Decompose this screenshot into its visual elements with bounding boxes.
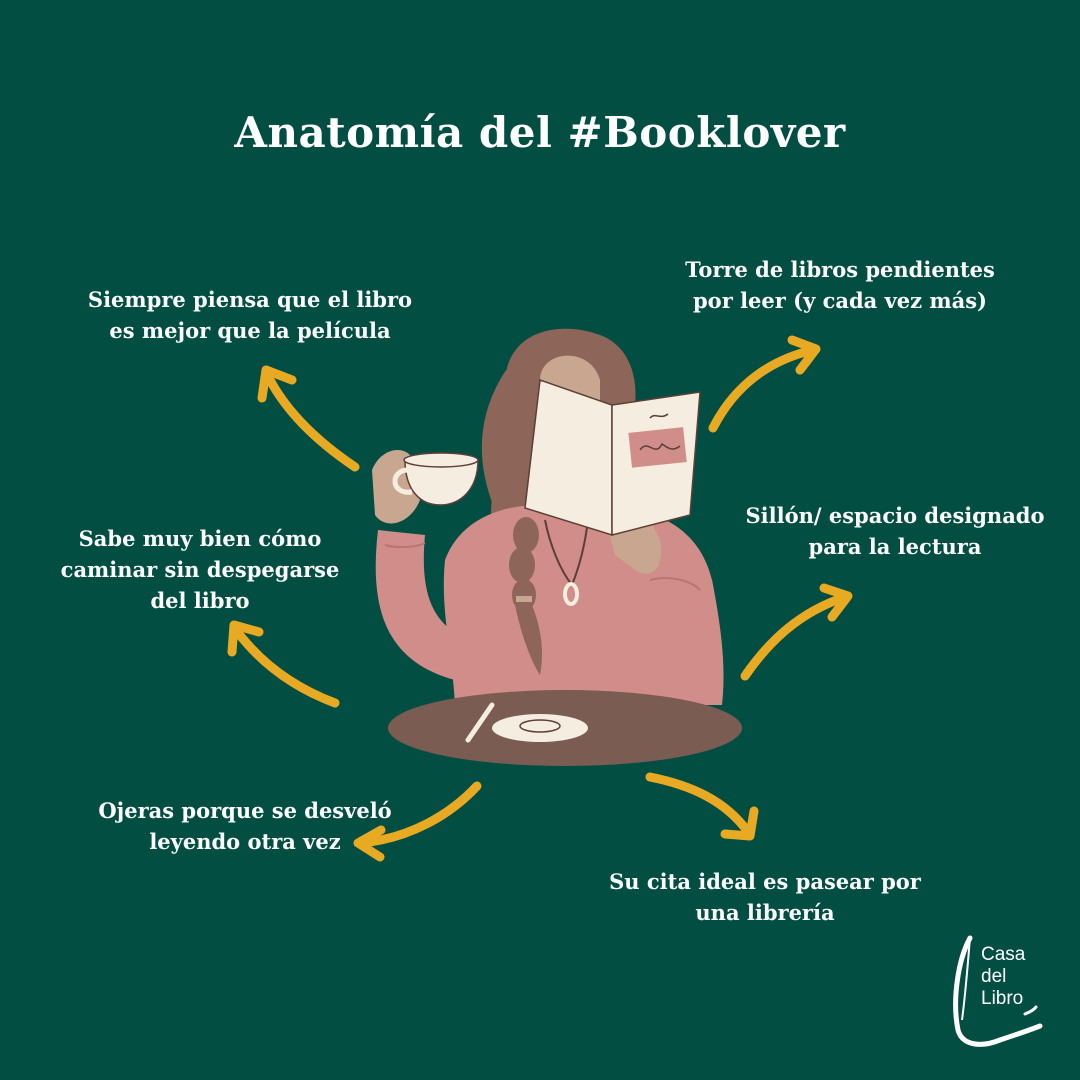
round-table (388, 690, 742, 766)
arrow-top-left (257, 365, 360, 472)
arrow-bottom-left (353, 781, 482, 862)
annotation-tbr-tower: Torre de libros pendientes por leer (y c… (640, 254, 1040, 316)
annotation-reading-chair: Sillón/ espacio designado para la lectur… (700, 500, 1080, 562)
annotation-bookstore-date: Su cita ideal es pasear por una librería (595, 866, 935, 928)
annotation-line: para la lectura (808, 534, 982, 559)
coffee-cup (392, 452, 479, 506)
annotation-line: caminar sin despegarse (60, 557, 340, 582)
annotation-line: es mejor que la película (109, 318, 391, 343)
annotation-line: una librería (695, 900, 835, 925)
arrow-top-right (708, 335, 821, 433)
annotation-line: Torre de libros pendientes (685, 257, 995, 282)
annotation-line: del libro (150, 588, 250, 613)
annotation-line: leyendo otra vez (149, 829, 341, 854)
annotation-line: Su cita ideal es pasear por (609, 869, 921, 894)
logo-wordmark: Casa del Libro (981, 944, 1025, 1010)
annotation-line: Ojeras porque se desveló (98, 798, 392, 823)
page-title: Anatomía del #Booklover (234, 108, 846, 157)
annotation-line: por leer (y cada vez más) (693, 288, 987, 313)
annotation-walk-reading: Sabe muy bien cómo caminar sin despegars… (45, 523, 355, 616)
casa-del-libro-logo-icon (953, 935, 1043, 1047)
annotation-line: Siempre piensa que el libro (87, 287, 413, 312)
arrow-mid-right (740, 583, 853, 681)
arrow-bottom-right (645, 772, 759, 841)
logo-line: Libro (981, 988, 1024, 1009)
open-book (524, 378, 701, 537)
logo-line: del (981, 966, 1007, 987)
logo-line: Casa (981, 944, 1026, 965)
annotation-book-better-than-movie: Siempre piensa que el libro es mejor que… (60, 284, 440, 346)
arrow-mid-left (227, 620, 340, 708)
annotation-dark-circles: Ojeras porque se desveló leyendo otra ve… (55, 795, 435, 857)
annotation-line: Sillón/ espacio designado (745, 503, 1045, 528)
annotation-line: Sabe muy bien cómo (78, 526, 322, 551)
